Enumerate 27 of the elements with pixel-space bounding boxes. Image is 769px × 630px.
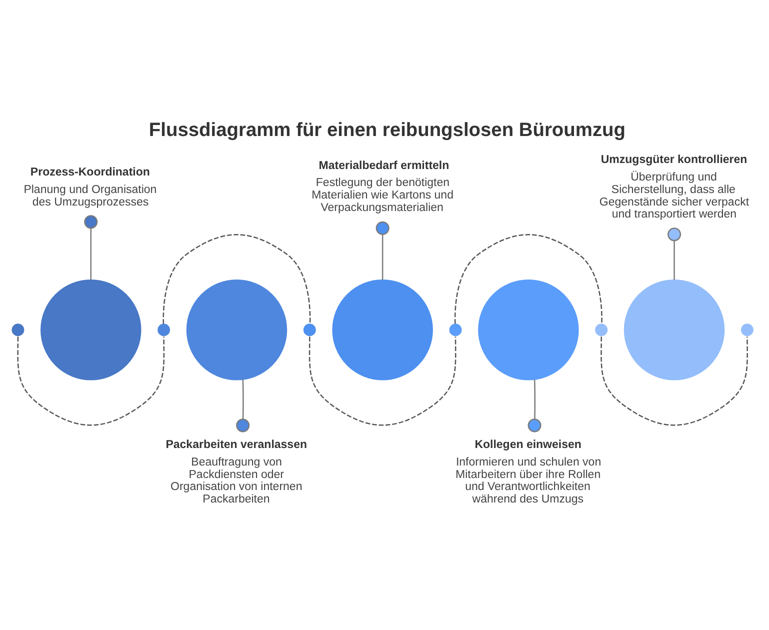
connector: [454, 234, 602, 324]
node-text: Kollegen einweisen Informieren und schulen von Mitarbeitern über ihre Rollen und Verantwortlichkeiten während des Umzugs: [456, 438, 602, 506]
connector: [376, 220, 390, 280]
node-circle: [158, 323, 170, 336]
node-circle: [478, 279, 579, 380]
node-circle: [40, 279, 142, 380]
node-circle: [186, 279, 288, 380]
node-circle: [12, 323, 24, 336]
node-circle: [303, 323, 316, 336]
node-text: Prozess-Koordination Planung und Organisation des Umzugsprozesses: [24, 166, 157, 208]
connector: [236, 379, 250, 432]
node-circle: [595, 323, 608, 336]
node-circle: [624, 279, 725, 380]
node-circle: [740, 323, 754, 336]
node-circle: [332, 279, 433, 380]
connector: [84, 214, 98, 280]
connector: [162, 234, 311, 324]
node-circle: [449, 323, 462, 336]
connector: [528, 379, 542, 432]
node-text: Materialbedarf ermitteln Festlegung der benötigten Materialien wie Kartons und Verpackungsmaterialien: [312, 159, 454, 214]
node-text: Umzugsgüter kontrollieren Überprüfung und Sicherstellung, dass alle Gegenstände sicher verpackt und transportiert werden: [599, 154, 750, 220]
connector: [668, 227, 682, 280]
diagram-title: Flussdiagramm für einen reibungslosen Büroumzug: [148, 120, 626, 141]
connector: [600, 336, 748, 426]
node-text: Packarbeiten veranlassen Beauftragung von Packdiensten oder Organisation von internen Packarbeiten: [166, 438, 308, 506]
connector: [308, 336, 456, 426]
connector: [17, 336, 165, 426]
